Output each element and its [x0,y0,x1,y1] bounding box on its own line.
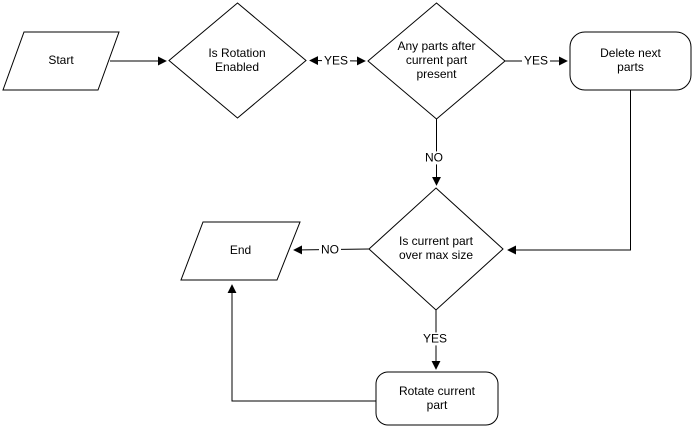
edge-rotate-current-part-to-end[interactable] [227,284,376,402]
edge-label-no-parts-after: NO [423,150,445,165]
edge-delete-next-parts-to-over-max-size[interactable] [507,90,631,255]
is-rotation-enabled-node-shape[interactable] [168,2,307,119]
start-node-shape[interactable] [2,31,120,91]
delete-next-parts-node-shape[interactable] [569,31,692,91]
is-over-max-size-node-shape[interactable] [368,187,504,311]
end-node-shape[interactable] [180,221,301,281]
edge-label-yes-to-delete: YES [521,53,551,68]
edge-label-yes-rotation: YES [321,53,351,68]
rotate-current-part-node-shape[interactable] [375,371,499,426]
edge-label-yes-over-max: YES [420,331,450,346]
edge-label-no-over-max: NO [319,242,341,257]
any-parts-present-node-shape[interactable] [367,2,506,120]
